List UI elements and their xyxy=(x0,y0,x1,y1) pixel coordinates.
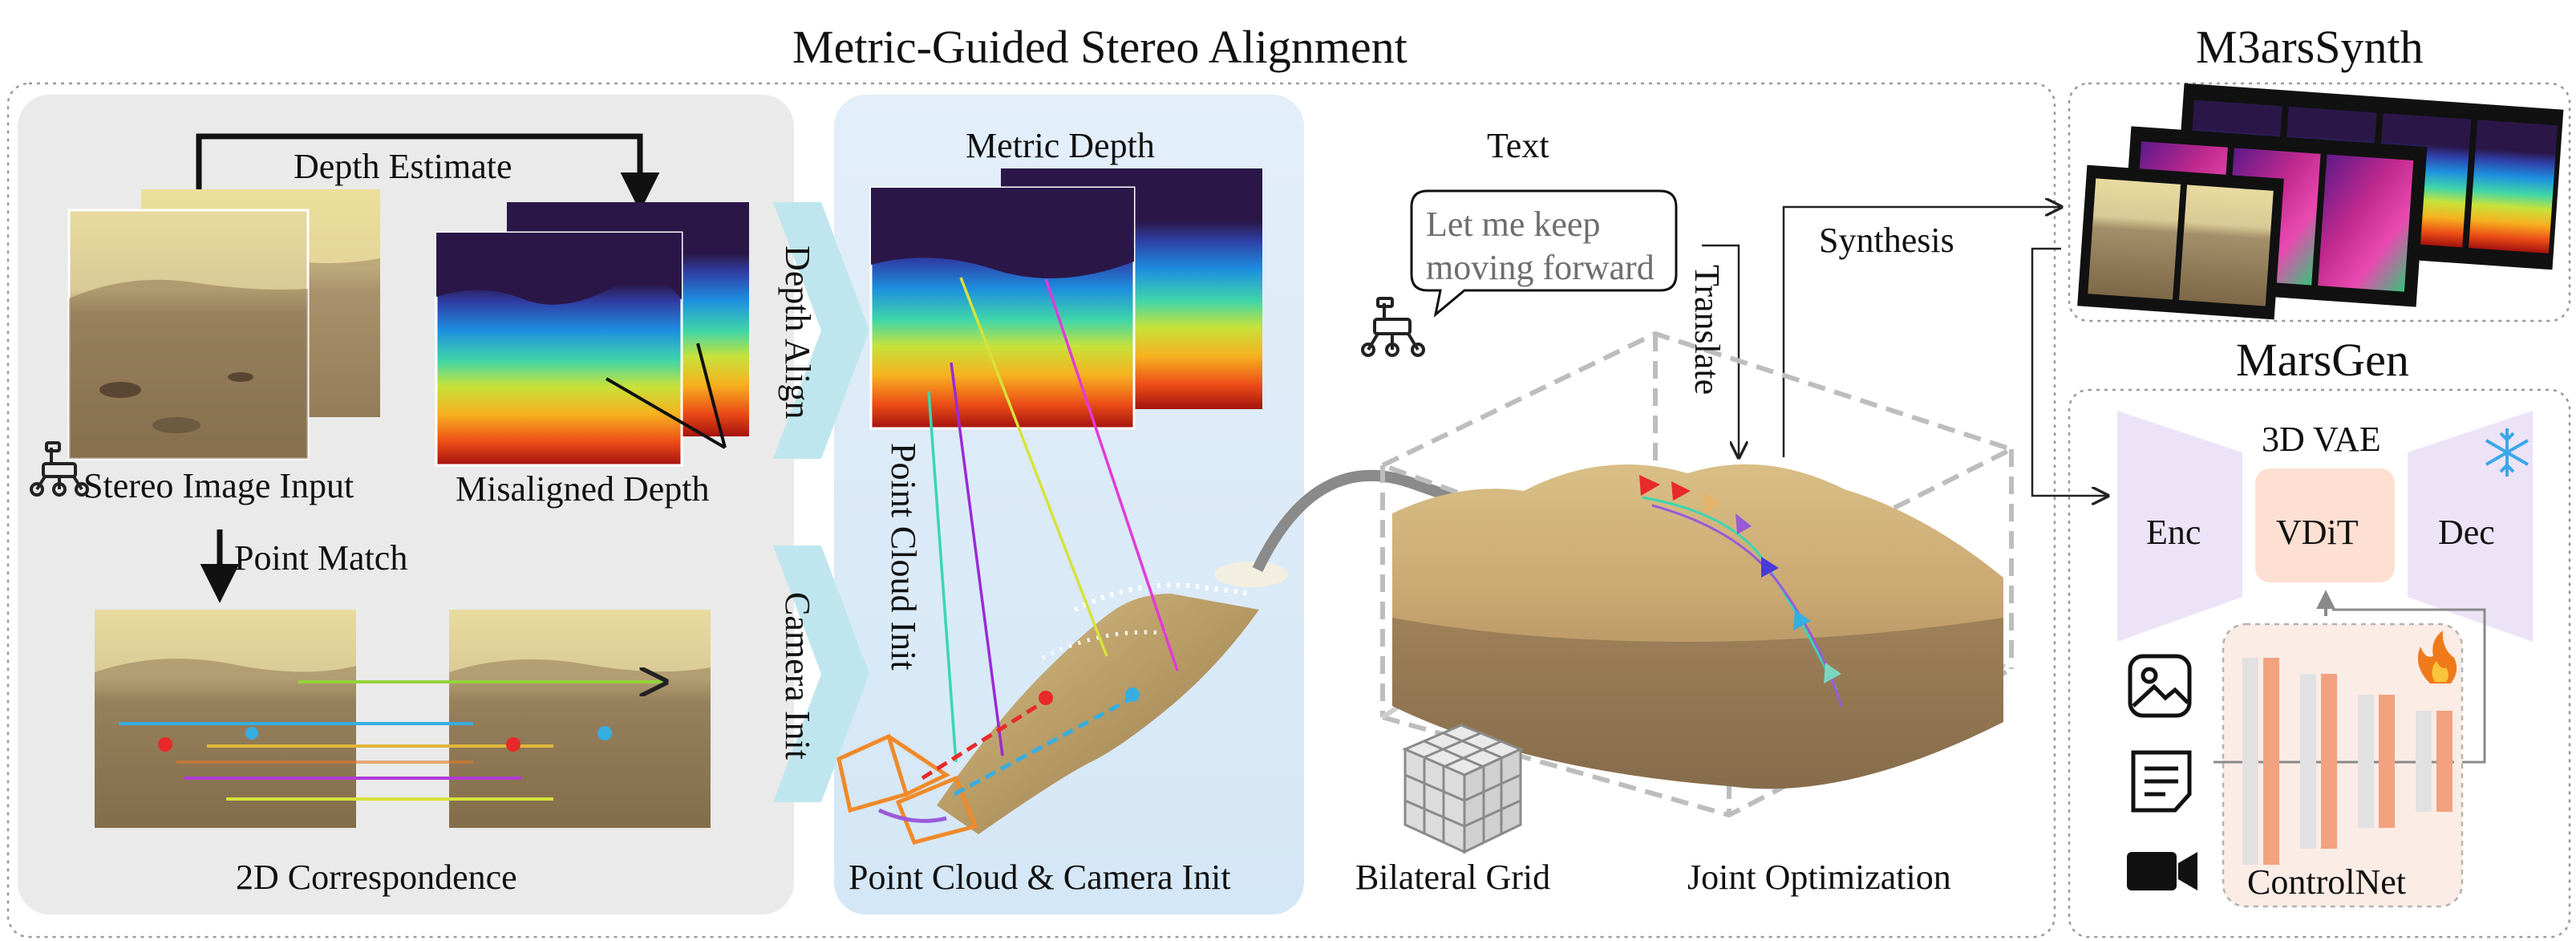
camera-init-arrow xyxy=(773,546,869,802)
scene-terrain xyxy=(1392,464,2003,789)
stereo-image-front xyxy=(67,209,310,460)
speech-line-2: moving forward xyxy=(1426,248,1655,287)
correspondence-right-image xyxy=(449,610,711,828)
point-cloud-init-label: Point Cloud Init xyxy=(884,443,923,671)
text-doc-icon xyxy=(2131,750,2192,813)
speech-bubble xyxy=(1410,189,1678,318)
synth-title: M3arsSynth xyxy=(2196,21,2424,73)
depth-align-arrow xyxy=(773,202,869,459)
enc-label: Enc xyxy=(2146,513,2201,552)
metric-depth-front xyxy=(869,186,1136,430)
stereo-input-label: Stereo Image Input xyxy=(83,466,354,505)
bilateral-grid-label: Bilateral Grid xyxy=(1355,858,1551,897)
gen-section-frame xyxy=(2068,388,2571,939)
depth-estimate-label: Depth Estimate xyxy=(294,147,512,186)
main-section-frame xyxy=(6,82,2056,939)
to-marsgen-arrow xyxy=(2031,247,2108,496)
fire-icon xyxy=(2417,631,2457,683)
gen-title: MarsGen xyxy=(2236,334,2409,386)
image-icon xyxy=(2128,654,2192,718)
cloud-correspondence-lines xyxy=(927,277,1179,763)
correspondence-label: 2D Correspondence xyxy=(236,858,517,897)
control-feedback-line xyxy=(2332,608,2486,764)
text-label: Text xyxy=(1487,126,1549,165)
vdit-label: VDiT xyxy=(2276,513,2359,552)
rover-icon xyxy=(30,441,89,497)
depth-align-label: Depth Align xyxy=(778,245,817,420)
controlnet-panel xyxy=(2222,623,2464,908)
camera-frustum-icon xyxy=(836,687,1140,845)
speech-line-1: Let me keep xyxy=(1426,205,1601,244)
cube-grid-icon xyxy=(1402,724,1524,854)
depth-mismatch-lines xyxy=(605,343,727,449)
correspondence-left-image xyxy=(95,610,356,828)
joint-optimization-label: Joint Optimization xyxy=(1687,858,1951,897)
misaligned-depth-front xyxy=(435,231,683,467)
controlnet-label: ControlNet xyxy=(2247,862,2406,902)
synthesis-label: Synthesis xyxy=(1819,221,1954,260)
correspondence-lines xyxy=(119,682,666,801)
camera-init-label: Camera Init xyxy=(778,592,817,760)
vae-encoder xyxy=(2117,411,2242,642)
vdit-block xyxy=(2255,468,2395,582)
vae-decoder xyxy=(2408,411,2533,642)
film-strip-rgb xyxy=(2077,164,2284,320)
video-camera-icon xyxy=(2127,852,2197,890)
point-cloud xyxy=(937,562,1288,834)
snowflake-icon xyxy=(2485,428,2529,477)
main-title: Metric-Guided Stereo Alignment xyxy=(792,21,1407,73)
misaligned-depth-label: Misaligned Depth xyxy=(456,469,710,509)
dec-label: Dec xyxy=(2438,513,2495,552)
controlnet-bars xyxy=(2213,658,2454,865)
vae-label: 3D VAE xyxy=(2262,420,2381,459)
translate-label: Translate xyxy=(1687,265,1727,395)
metric-depth-label: Metric Depth xyxy=(966,126,1155,165)
translate-arrow xyxy=(1702,244,1739,457)
point-match-label: Point Match xyxy=(234,538,408,578)
rover-speaker-icon xyxy=(1361,297,1425,357)
point-cloud-camera-caption: Point Cloud & Camera Init xyxy=(849,858,1231,897)
depth-estimate-arrow xyxy=(196,133,660,212)
camera-trajectory xyxy=(1639,475,1843,707)
